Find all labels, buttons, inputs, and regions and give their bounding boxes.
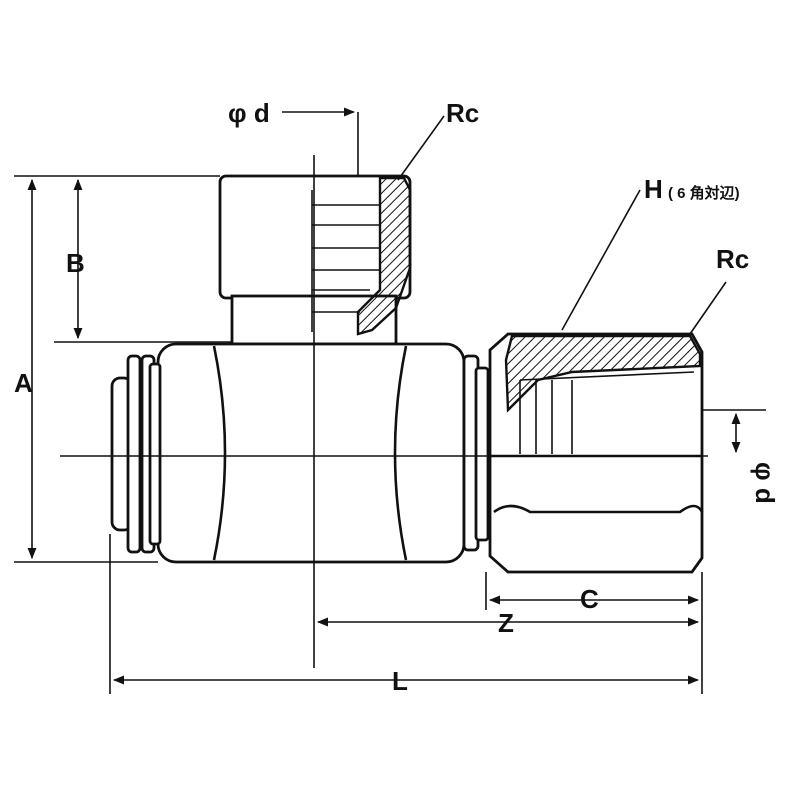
label-phi-d-top: φ d [228,98,270,128]
nut-thread-hatch [504,334,702,413]
dimension-labels: φ d Rc H ( 6 角対辺) Rc φ d A B C Z L [14,98,780,696]
top-branch-port [218,174,412,346]
left-end-rings [110,354,162,554]
label-l: L [392,666,408,696]
label-a: A [14,368,33,398]
label-phi-d-right: φ d [750,462,780,504]
label-b: B [66,248,85,278]
main-body [156,342,466,564]
label-c: C [580,584,599,614]
right-connector-rings [462,354,490,552]
label-h: H [644,174,663,204]
label-h-note: ( 6 角対辺) [668,184,740,202]
right-hex-nut [488,332,704,574]
label-rc-right: Rc [716,244,749,274]
top-thread-hatch [356,176,412,336]
dimension-lines [14,107,766,694]
centre-lines [60,155,708,668]
label-z: Z [498,608,514,638]
label-rc-top: Rc [446,98,479,128]
